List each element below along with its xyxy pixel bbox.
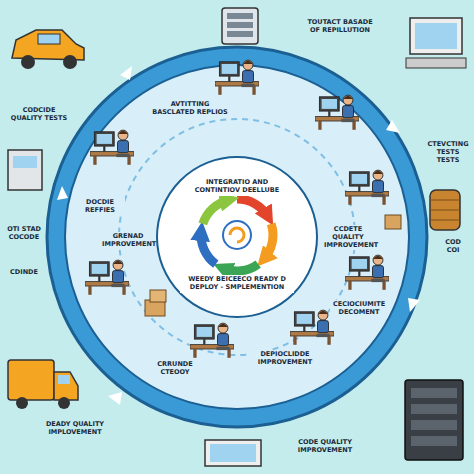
label-text: CRRUNDE CTEOOY (150, 360, 200, 378)
label-text: DEADY QUALITY IMPLOVEMENT (40, 420, 110, 438)
label-text: DEPIOCLIDDE IMPROVEMENT (250, 350, 320, 368)
label-text: DOCDIE REFFIES (75, 198, 125, 216)
label-text: OTI STAD COCODE (4, 225, 44, 243)
label-text: CODCIDE QUALITY TESTS (4, 106, 74, 124)
label-text: CDINDE (4, 268, 44, 278)
label-text: AVTITTING BASCLATED REPLIOS (150, 100, 230, 118)
label-text: TOUTACT BASADE OF REPILLUTION (300, 18, 380, 36)
label-text: CTEVCTING TESTS TESTS (425, 140, 471, 165)
label-text: GRENAD IMPROVEMENT (100, 232, 156, 250)
label-text: CCDETE QUALITY IMPROVEMENT (322, 225, 374, 250)
label-text: COD COI (436, 238, 470, 256)
label-text: WEEDY BEICEECO READY D DEPLOY - SMPLEMEN… (180, 275, 294, 293)
label-text: CECIOCIUMITE DECOMENT (330, 300, 388, 318)
label-text: INTEGRATIO AND CONTINTIOV DEELLUBE (187, 178, 287, 196)
label-text: CODE QUALITY IMPROVEMENT (285, 438, 365, 456)
